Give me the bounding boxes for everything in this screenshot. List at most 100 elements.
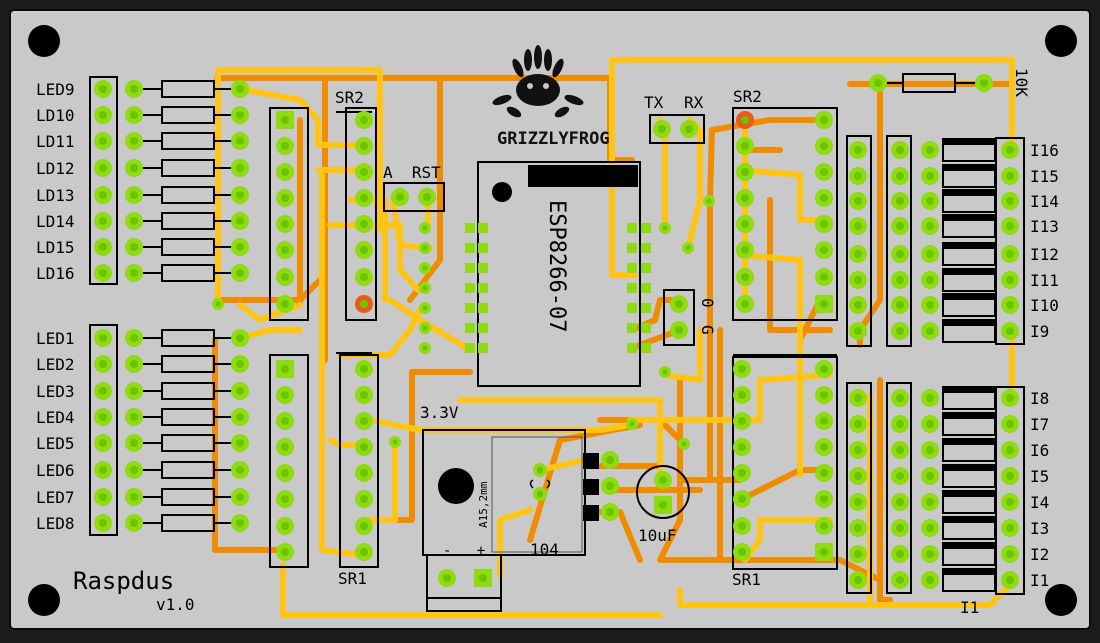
trace-bottom [377, 75, 443, 123]
pad-drill [925, 275, 935, 285]
pad-drill [737, 494, 747, 504]
pad-drill [129, 190, 139, 200]
pad-drill [280, 494, 290, 504]
esp-pad-right [627, 263, 637, 273]
pad-drill [740, 245, 750, 255]
pad-drill [129, 465, 139, 475]
input-terminal-top [995, 137, 1025, 345]
via-drill [422, 325, 428, 331]
pad-drill [895, 171, 905, 181]
led-label: LED1 [36, 329, 75, 348]
pad-drill [98, 359, 108, 369]
pad-drill [280, 299, 290, 309]
pad-drill [853, 419, 863, 429]
silkscreen-layer [89, 73, 1025, 612]
pad-drill [925, 326, 935, 336]
sr1-right-label: SR1 [732, 570, 761, 589]
pad-drill [98, 438, 108, 448]
trace-top [457, 397, 663, 473]
trace-top [237, 327, 303, 341]
input-label: I5 [1030, 467, 1049, 486]
pad-drill [359, 299, 369, 309]
pad-drill [280, 547, 290, 557]
pad-drill [819, 521, 829, 531]
pad-drill [895, 196, 905, 206]
pads-layer [94, 74, 1019, 589]
led-label: LD15 [36, 238, 75, 257]
pad-drill [1005, 497, 1015, 507]
pad-drill [657, 124, 667, 134]
pad-drill [98, 110, 108, 120]
pad-drill [98, 136, 108, 146]
pad-drill [737, 364, 747, 374]
cap104-outline [529, 479, 551, 489]
pad-drill [853, 497, 863, 507]
trace-top [737, 252, 803, 478]
pad-drill [925, 575, 935, 585]
grizzlyfrog-logo: GRIZZLYFROG [492, 45, 610, 149]
cap10uf-outline [636, 465, 690, 519]
pad-drill [740, 167, 750, 177]
pad-drill [737, 547, 747, 557]
diode-band [943, 439, 995, 445]
pad-drill [235, 518, 245, 528]
esp-pad-left [465, 243, 475, 253]
diode-band [943, 491, 995, 497]
pad-drill [684, 124, 694, 134]
esp-pad-left [478, 243, 488, 253]
esp-pad-left [478, 323, 488, 333]
trace-top [537, 457, 588, 473]
tx-label: TX [644, 93, 664, 112]
led-label: LED4 [36, 408, 75, 427]
regulator-hole [438, 468, 474, 504]
pad-drill [422, 192, 432, 202]
pad-drill [1005, 275, 1015, 285]
input-label: I2 [1030, 545, 1049, 564]
pad-drill [98, 465, 108, 475]
pad-drill [235, 268, 245, 278]
led-label: LED3 [36, 382, 75, 401]
traces-top-layer [215, 57, 1015, 618]
esp-pad-left [465, 303, 475, 313]
pad-drill [740, 141, 750, 151]
input-label: I9 [1030, 322, 1049, 341]
pad-drill [925, 221, 935, 231]
pad-drill [235, 465, 245, 475]
logo-text: GRIZZLYFROG [497, 129, 610, 149]
v33-label: 3.3V [420, 403, 459, 422]
sr2-left-outline [345, 107, 377, 321]
esp-pad-right [627, 343, 637, 353]
esp-pad-right [641, 323, 651, 333]
pad-drill [442, 573, 452, 583]
pad-drill [819, 193, 829, 203]
pad-drill [359, 416, 369, 426]
pad-drill [853, 523, 863, 533]
mounting-hole-br [1045, 584, 1077, 616]
pad-drill [98, 412, 108, 422]
pad-drill [280, 390, 290, 400]
pad-drill [819, 364, 829, 374]
pad-drill [235, 84, 245, 94]
esp-pin1-dot [492, 182, 512, 202]
pad-drill [536, 466, 544, 474]
pad-drill [895, 393, 905, 403]
pad-drill [98, 216, 108, 226]
pad-drill [925, 523, 935, 533]
pad-drill [129, 333, 139, 343]
pad-drill [873, 78, 883, 88]
input-label: I11 [1030, 271, 1059, 290]
input-header-b-top [886, 135, 912, 347]
pad-drill [979, 78, 989, 88]
pad-drill [98, 492, 108, 502]
pad-drill [895, 549, 905, 559]
led-label: LED7 [36, 488, 75, 507]
pad-drill [819, 390, 829, 400]
pad-drill [819, 272, 829, 282]
pad-drill [853, 549, 863, 559]
tx-rx-header-outline [649, 114, 705, 144]
pad-drill [235, 359, 245, 369]
diode-band [943, 569, 995, 575]
power-terminal-outline [426, 554, 502, 612]
pad-drill [359, 141, 369, 151]
pad-drill [925, 171, 935, 181]
